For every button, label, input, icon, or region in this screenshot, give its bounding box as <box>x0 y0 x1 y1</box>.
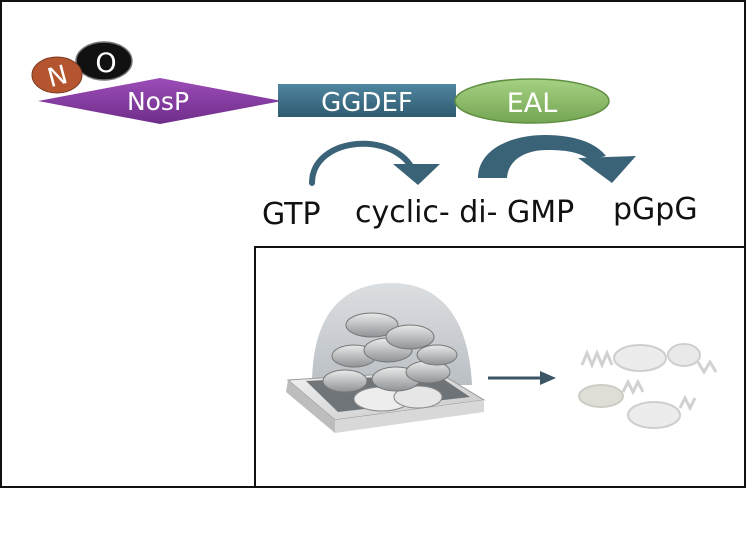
pgpg-label: pGpG <box>613 192 698 227</box>
biofilm-illustration <box>286 283 486 433</box>
nosp-domain <box>38 78 282 124</box>
synthesis-arrow <box>309 140 415 186</box>
motile-cell <box>578 384 624 408</box>
no-n-atom <box>31 56 83 94</box>
hydrolysis-arrow <box>478 135 606 178</box>
cyclic-di-gmp-label: cyclic- di- GMP <box>355 195 574 230</box>
biofilm-cell <box>393 385 443 409</box>
motile-cell <box>627 401 681 429</box>
biofilm-cell <box>416 344 458 366</box>
gtp-label: GTP <box>262 197 321 232</box>
eal-domain <box>454 78 610 124</box>
flagellum <box>696 359 718 375</box>
eal-label: EAL <box>507 88 558 119</box>
ggdef-domain <box>278 84 456 117</box>
flagellum <box>678 394 697 412</box>
nosp-label: NosP <box>127 87 189 116</box>
ggdef-label: GGDEF <box>321 88 413 118</box>
synthesis-arrowhead <box>393 164 440 185</box>
biofilm-cell <box>322 369 368 393</box>
motile-cell <box>667 343 701 367</box>
dispersal-arrowhead <box>540 371 556 385</box>
surface-slide-edge <box>286 380 335 433</box>
surface-slide-front <box>335 400 484 433</box>
motile-cell <box>613 344 667 372</box>
dispersed-cells <box>578 343 718 429</box>
hydrolysis-arrowhead <box>578 156 636 183</box>
biofilm-cell <box>345 312 399 338</box>
no-o-label: O <box>95 48 116 79</box>
no-o-atom <box>75 41 133 81</box>
flagellum <box>621 378 645 396</box>
flagellum <box>580 349 614 369</box>
biofilm-cell <box>385 324 435 350</box>
